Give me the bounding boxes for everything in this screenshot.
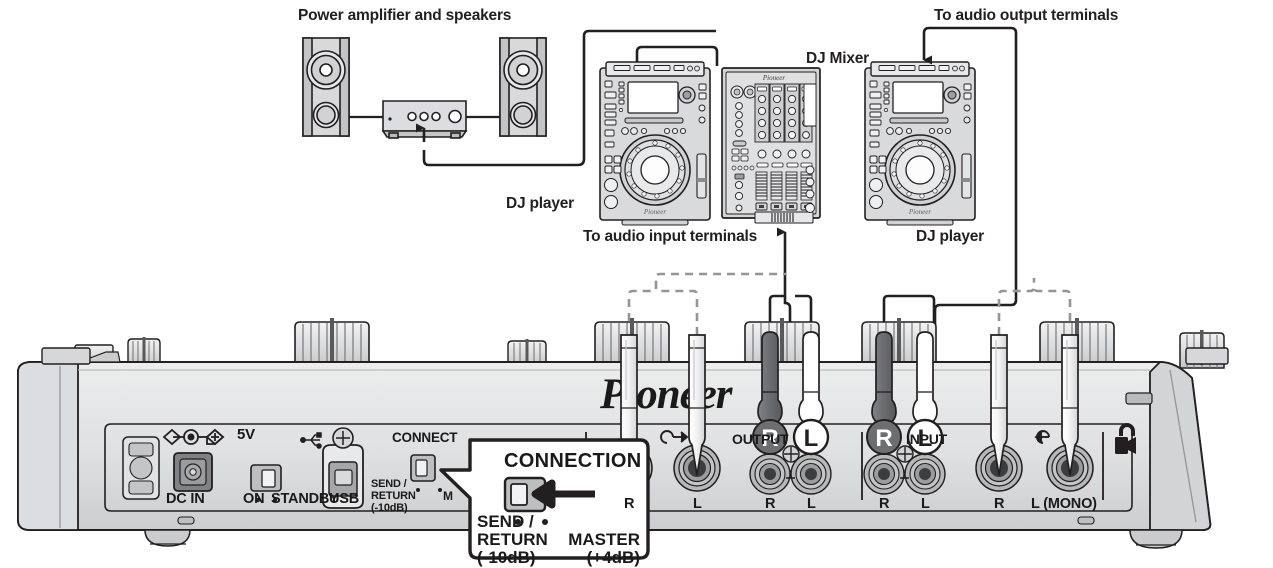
callout-send-return-label: SEND /RETURN(-10dB) xyxy=(477,513,548,567)
callout-sr-line3: (-10dB) xyxy=(477,548,536,567)
jack-aux-r xyxy=(975,444,1023,492)
cable-input-l-riser xyxy=(925,294,936,330)
plug-label-output-l: L xyxy=(804,425,819,452)
callout-switch-body xyxy=(503,476,547,513)
ground-screw-output xyxy=(782,445,800,463)
callout-master-line2: (+4dB) xyxy=(586,548,640,567)
dj-player-left: Pioneer xyxy=(599,61,711,226)
cable-output-terminals xyxy=(922,26,1018,330)
cable-send-return-left-dashed xyxy=(627,272,786,335)
svg-text:Pioneer: Pioneer xyxy=(643,208,666,216)
callout-switch-lever xyxy=(510,483,528,506)
jack-label-aux-l-mono: L (MONO) xyxy=(1031,496,1097,512)
svg-text:Pioneer: Pioneer xyxy=(762,74,785,82)
plug-label-input-r: R xyxy=(875,425,892,452)
label-master-panel-partial: M xyxy=(443,489,453,503)
lock-icon xyxy=(1115,423,1136,454)
svg-text:Pioneer: Pioneer xyxy=(908,208,931,216)
jack-label-aux-r: R xyxy=(994,496,1005,512)
send-line2: RETURN xyxy=(371,490,416,502)
panel-tab-right xyxy=(1185,347,1229,365)
cord-hook-plate xyxy=(122,436,160,500)
ground-screw-input xyxy=(896,445,914,463)
jack-input-r xyxy=(863,453,905,495)
dc-polarity-icon xyxy=(162,428,225,446)
plug-trs-send-return-l xyxy=(688,334,706,476)
jack-label-out-l: L xyxy=(807,496,816,512)
label-dc-in: DC IN xyxy=(166,491,205,507)
plug-rca-output-l: L xyxy=(792,331,830,456)
label-dj-mixer: DJ Mixer xyxy=(806,50,870,67)
rear-panel-body: Pioneer xyxy=(17,318,1229,549)
vent-slot xyxy=(1125,392,1153,405)
jack-label-out-r: R xyxy=(765,496,776,512)
send-line3: (-10dB) xyxy=(371,502,408,514)
jack-output-l xyxy=(790,453,832,495)
cable-output-l-riser xyxy=(795,294,813,330)
dc-in-jack xyxy=(173,452,213,492)
speaker-right xyxy=(499,37,547,137)
output-arrow-icon xyxy=(660,430,689,444)
cable-send-return-left2-dashed xyxy=(654,286,699,335)
plug-trs-aux-l-mono xyxy=(1061,334,1079,476)
jack-label-sr-l: L xyxy=(693,496,702,512)
speaker-left xyxy=(302,37,350,137)
plug-rca-input-r: R xyxy=(866,331,902,455)
cable-aux-r-dashed xyxy=(997,278,1036,335)
label-usb: USB xyxy=(329,491,360,507)
brand-pioneer-logo: Pioneer xyxy=(599,371,734,418)
callout-sr-line2: RETURN xyxy=(477,530,548,549)
label-switch-standby: STANDBY xyxy=(271,491,339,507)
input-arrow-icon xyxy=(1034,430,1050,444)
callout-arrow-icon xyxy=(531,479,595,509)
jack-label-in-l: L xyxy=(921,496,930,512)
panel-knobs xyxy=(74,318,1225,369)
jack-output-r xyxy=(749,453,791,495)
callout-title: CONNECTION xyxy=(504,450,642,472)
cable-mixer-to-amp-top xyxy=(582,29,716,42)
callout-master-label: MASTER(+4dB) xyxy=(556,531,640,567)
plug-trs-aux-r xyxy=(990,334,1008,476)
cable-aux-l-dashed xyxy=(1032,286,1072,335)
label-5v: 5V xyxy=(237,426,255,443)
panel-tab-left xyxy=(41,347,91,365)
connection-switch-on-panel xyxy=(410,454,442,492)
send-line1: SEND / xyxy=(371,478,407,490)
label-to-audio-input-terminals: To audio input terminals xyxy=(583,228,758,245)
label-power-amplifier-and-speakers: Power amplifier and speakers xyxy=(298,7,512,24)
cable-output-r-riser xyxy=(768,294,786,330)
callout-sr-line1: SEND / xyxy=(477,512,534,531)
label-send-return-panel: SEND /RETURN(-10dB) xyxy=(371,478,416,514)
cable-input-r-riser xyxy=(882,294,925,330)
jack-label-in-r: R xyxy=(879,496,890,512)
label-connect: CONNECT xyxy=(392,430,458,445)
dj-mixer: Pioneer xyxy=(721,67,821,224)
panel-feet xyxy=(144,516,1183,549)
jack-label-sr-r: R xyxy=(624,496,635,512)
label-dj-player-left: DJ player xyxy=(506,195,574,212)
cable-input-terminals-run xyxy=(783,250,792,330)
jack-aux-l-mono xyxy=(1046,444,1094,492)
label-to-audio-output-terminals: To audio output terminals xyxy=(934,7,1119,24)
usb-icon xyxy=(300,432,322,449)
jack-send-return-l xyxy=(673,444,721,492)
callout-master-line1: MASTER xyxy=(568,530,640,549)
label-switch-on: ON xyxy=(243,491,265,507)
cable-player-left-to-mixer xyxy=(635,45,719,66)
label-input-group: INPUT xyxy=(906,431,948,447)
dj-player-right: Pioneer xyxy=(864,61,976,226)
jack-input-l xyxy=(904,453,946,495)
label-dj-player-right: DJ player xyxy=(916,228,984,245)
power-amplifier xyxy=(381,100,468,139)
label-output-group: OUTPUT xyxy=(732,431,789,447)
cable-to-amp-run xyxy=(422,42,586,167)
